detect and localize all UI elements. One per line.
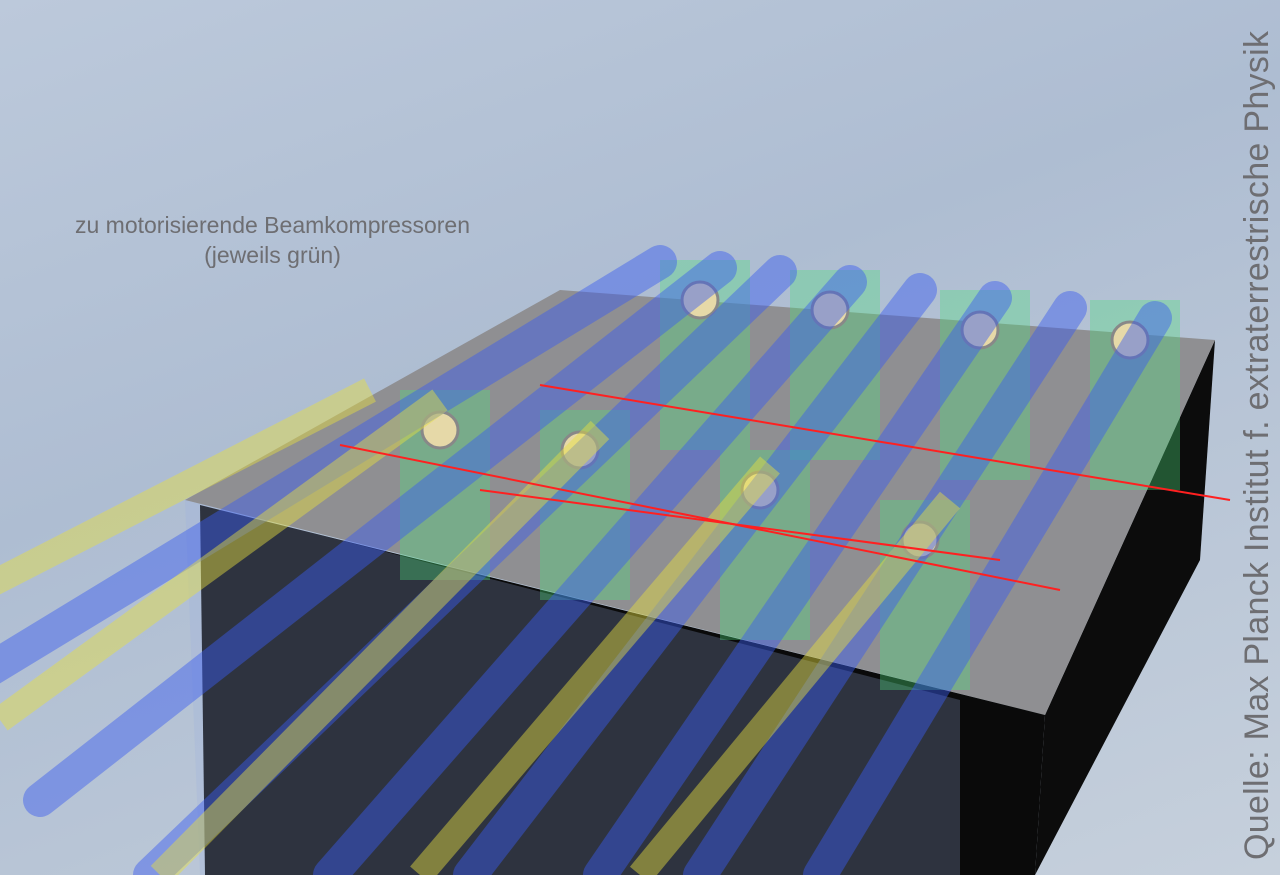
blue-beam — [133, 255, 797, 875]
yellow-beam — [0, 389, 448, 731]
laser-lines — [339, 384, 1231, 591]
annotation-line2: (jeweils grün) — [204, 242, 341, 268]
lens-mount — [560, 430, 600, 470]
red-laser — [539, 384, 1231, 501]
platform-top — [185, 290, 1215, 715]
blue-beam — [683, 291, 1087, 875]
blue-beam — [23, 251, 737, 817]
beams — [0, 245, 1172, 875]
blue-beam — [803, 301, 1172, 875]
beam-compressors — [400, 260, 1180, 690]
platform-front-face — [200, 505, 1045, 875]
red-laser — [339, 444, 1061, 591]
lens-mount — [1110, 320, 1150, 360]
lens-mount — [810, 290, 850, 330]
blue-beam — [313, 265, 867, 875]
source-credit: Quelle: Max Planck Institut f. extraterr… — [1238, 30, 1276, 860]
yellow-beam — [150, 420, 610, 875]
yellow-beam — [410, 456, 780, 875]
annotation-caption: zu motorisierende Beamkompressoren (jewe… — [20, 210, 525, 270]
blue-beam — [583, 281, 1012, 875]
blue-beam — [453, 273, 937, 875]
red-laser — [479, 489, 1001, 561]
annotation-line1: zu motorisierende Beamkompressoren — [74, 212, 470, 238]
blue-beam — [0, 245, 677, 684]
enclosure-front-panel — [185, 500, 960, 875]
yellow-beam — [629, 491, 961, 875]
yellow-beam — [0, 378, 376, 595]
lens-mount — [680, 280, 720, 320]
lens-mount — [420, 410, 460, 450]
lens-mount — [960, 310, 1000, 350]
lens-mount — [740, 470, 780, 510]
platform-right-side — [1035, 340, 1215, 875]
